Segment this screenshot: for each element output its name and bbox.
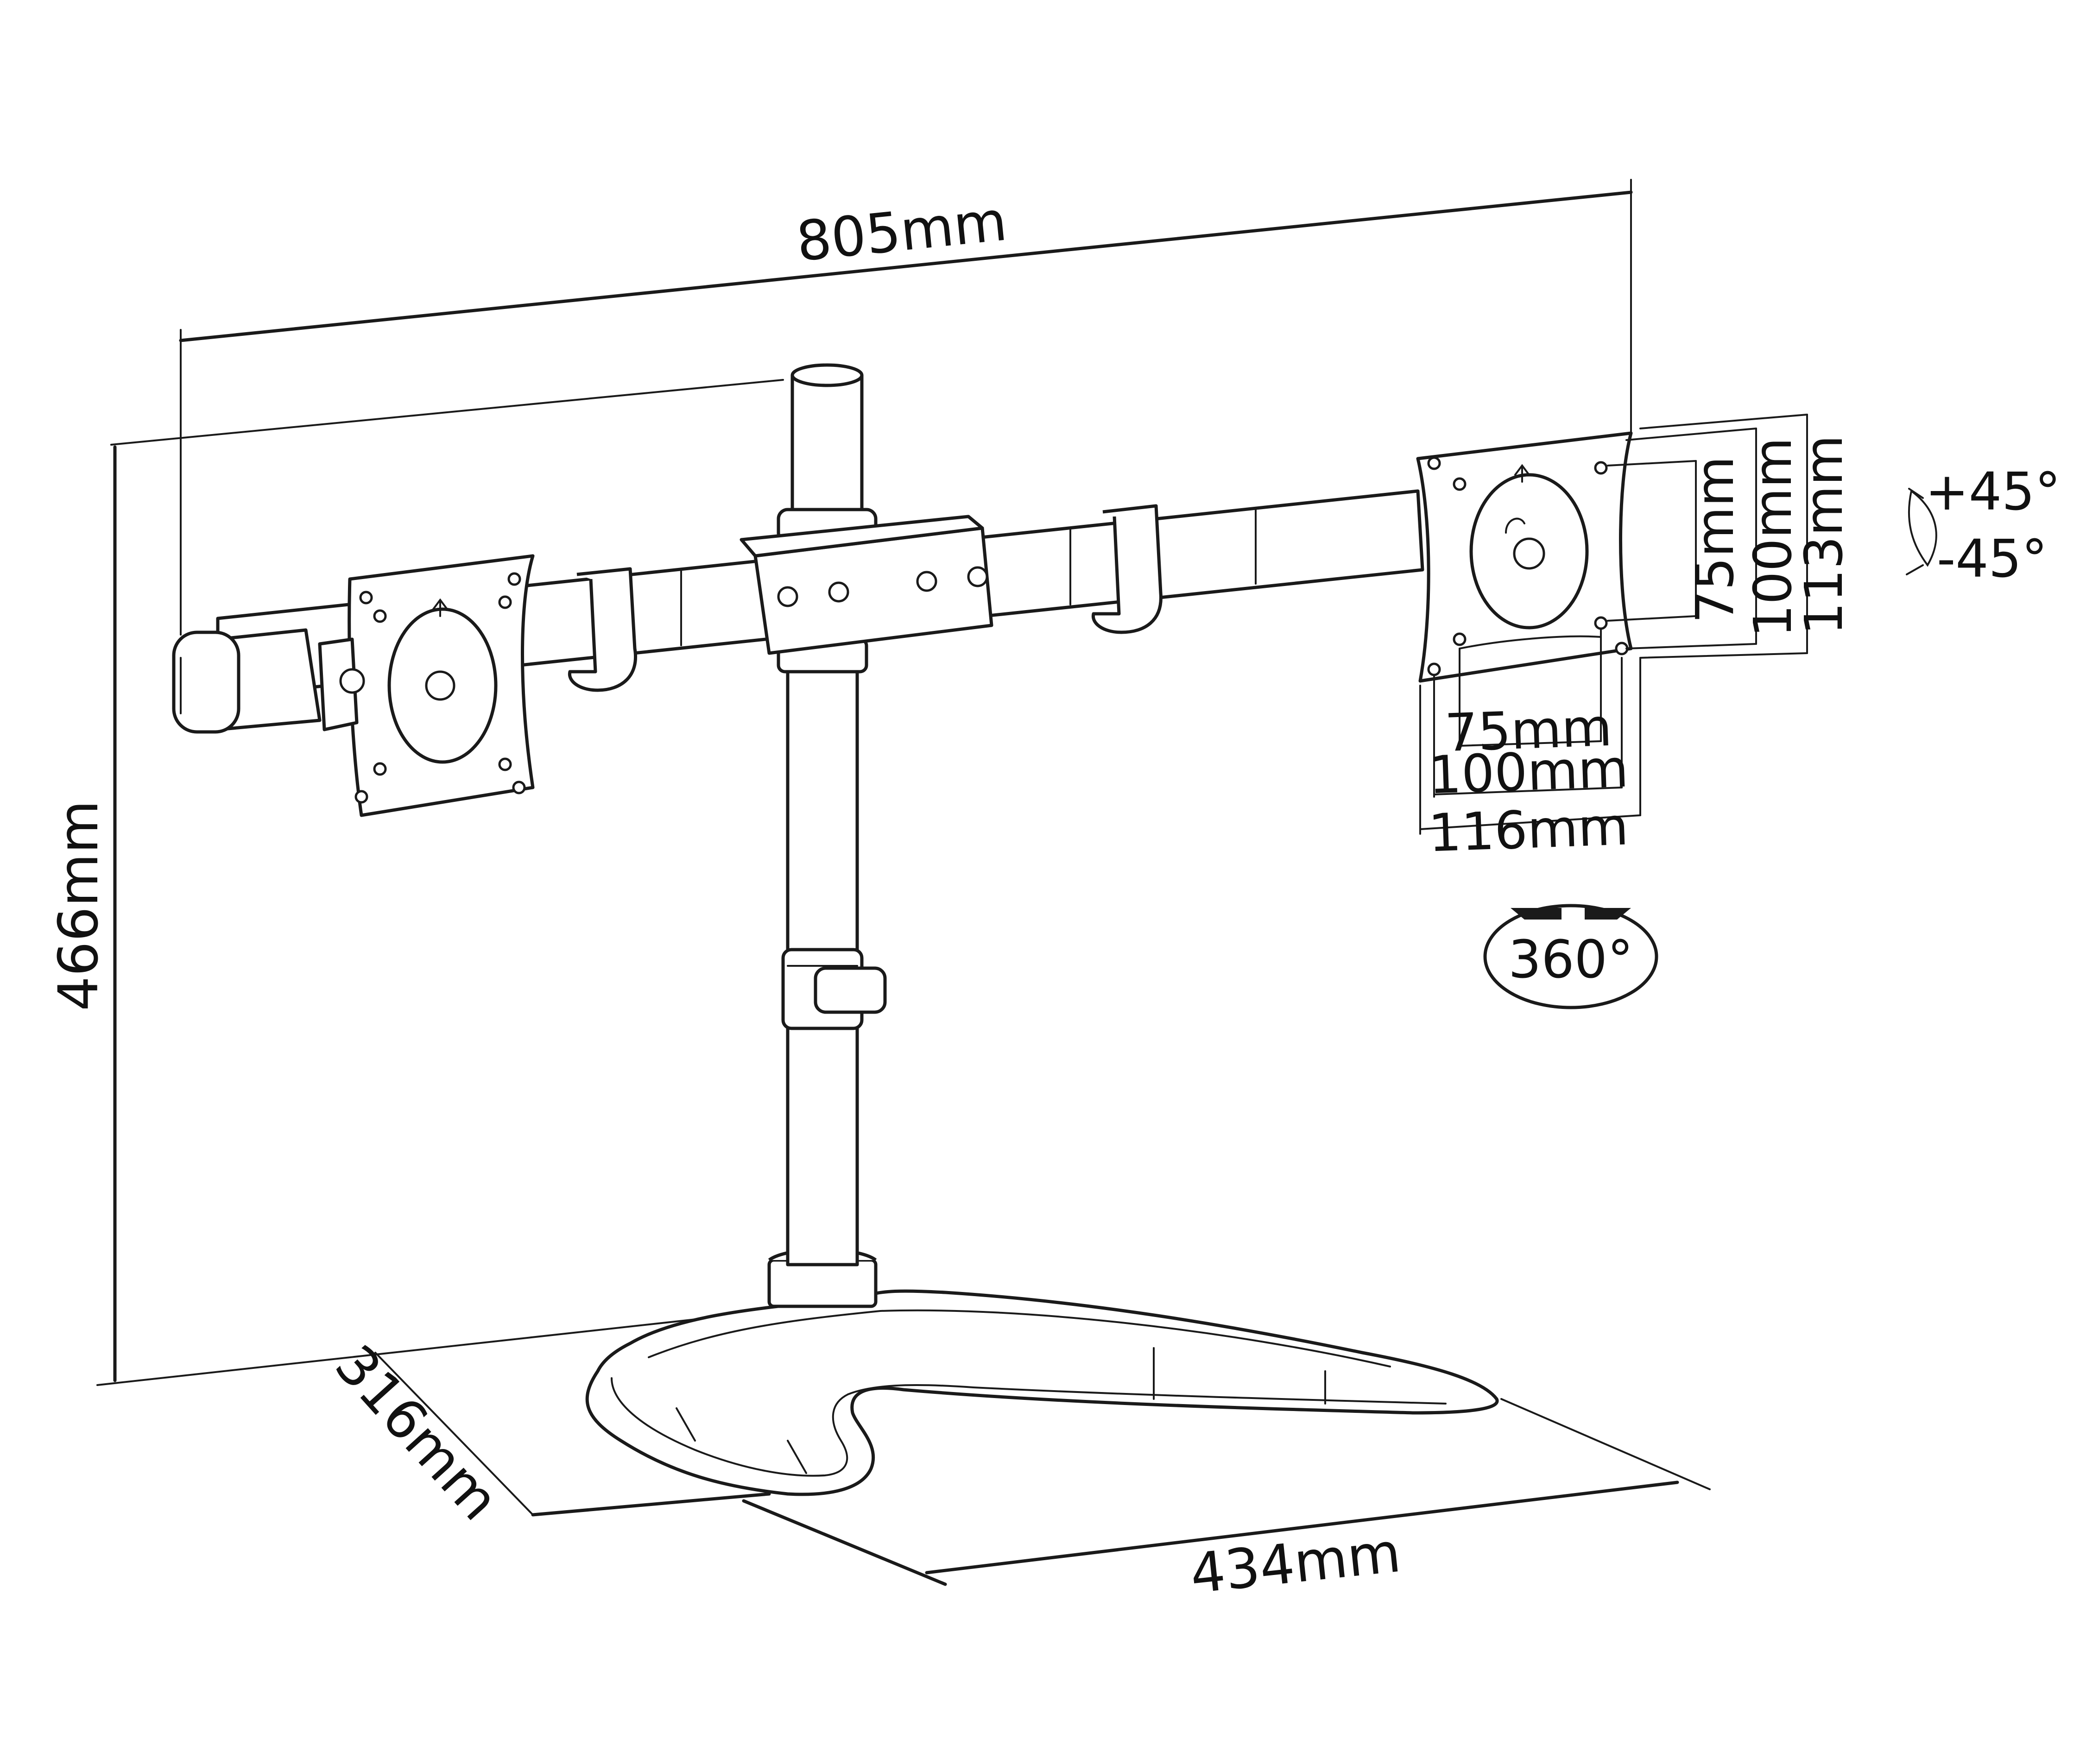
vesa-v-100-label: 100mm [1743,437,1803,637]
height-label: 466mm [46,800,110,1011]
stand-base [585,1289,1499,1496]
stand-pole [767,637,887,1308]
vesa-dimensions: 75mm 100mm 116mm 75mm 100mm 113mm [1419,414,1854,864]
vesa-h-75-label: 75mm [1444,698,1613,764]
right-vesa-plate [1416,431,1633,683]
tilt-indicator: +45° -45° [1906,462,2061,589]
base-depth-label: 316mm [323,1333,512,1532]
tilt-up-label: +45° [1925,462,2061,522]
vesa-h-100-label: 100mm [1428,739,1630,806]
height-dimension: 466mm [46,445,752,1386]
vesa-h-116-label: 116mm [1428,797,1630,864]
tilt-down-label: -45° [1937,529,2048,589]
rotation-indicator: 360° [1483,904,1658,1009]
top-post [777,363,878,544]
base-width-label: 434mm [1187,1520,1404,1606]
vesa-v-75-label: 75mm [1685,456,1745,624]
rotation-label: 360° [1508,930,1633,990]
width-label: 805mm [793,189,1010,274]
vesa-v-113-label: 113mm [1794,435,1854,635]
left-vesa-plate [318,554,535,817]
